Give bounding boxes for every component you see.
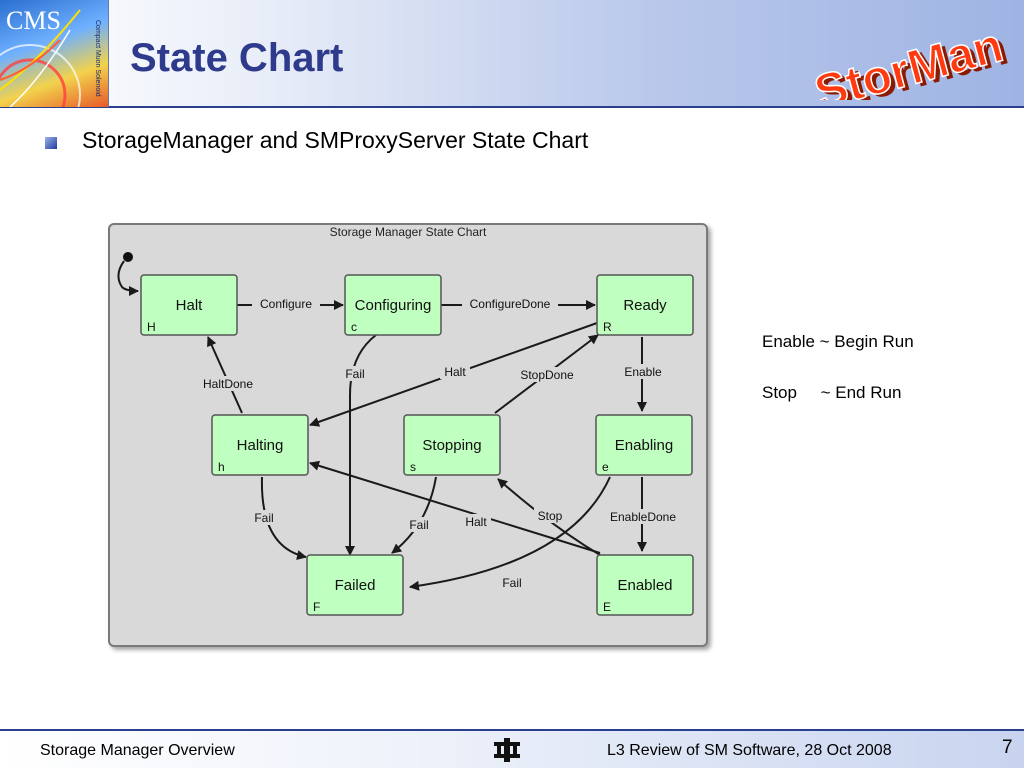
initial-state-dot (123, 252, 133, 262)
diagram-title: Storage Manager State Chart (330, 225, 487, 239)
header-divider (0, 106, 1024, 108)
state-chart-diagram: Storage Manager State Chart Configure Co… (108, 223, 708, 647)
label-halt-enabled: Halt (465, 515, 487, 529)
cms-logo-vertical-text: Compact Muon Solenoid (94, 20, 101, 97)
label-configuredone: ConfigureDone (470, 297, 551, 311)
state-configuring: Configuring c (344, 274, 442, 336)
note-stop: Stop ~ End Run (762, 383, 902, 402)
state-enabled-label: Enabled (617, 577, 672, 594)
label-haltdone: HaltDone (203, 377, 253, 391)
state-halting-label: Halting (237, 437, 284, 454)
storman-logo: StorMan StorMan (809, 18, 1014, 100)
fermilab-icon (494, 738, 520, 762)
slide-header (0, 0, 1024, 107)
arrow-stopping-failed (391, 476, 437, 554)
label-enabledone: EnableDone (610, 510, 676, 524)
bullet-text: StorageManager and SMProxyServer State C… (82, 127, 589, 153)
bullet-icon (45, 137, 57, 149)
label-fail-configuring: Fail (345, 367, 364, 381)
label-fail-halting: Fail (254, 511, 273, 525)
cms-logo-text: CMS (6, 6, 61, 35)
label-configure: Configure (260, 297, 312, 311)
state-failed: Failed F (306, 554, 404, 616)
state-halting: Halting h (211, 414, 309, 476)
transition-labels: Configure ConfigureDone Fail Halt StopDo… (198, 296, 680, 590)
arrow-halting-failed (260, 476, 307, 560)
footer-divider (0, 729, 1024, 731)
state-halt-code: H (147, 320, 156, 334)
state-stopping: Stopping s (403, 414, 501, 476)
slide-footer (0, 731, 1024, 768)
label-stopdone: StopDone (520, 368, 574, 382)
arrow-configuring-failed (345, 334, 377, 556)
label-stop: Stop (538, 509, 563, 523)
state-stopping-code: s (410, 460, 416, 474)
state-configuring-label: Configuring (355, 297, 432, 314)
state-failed-label: Failed (335, 577, 376, 594)
page-title: State Chart (130, 36, 344, 80)
label-fail-enabling: Fail (502, 576, 521, 590)
arrow-enabling-failed (409, 476, 611, 591)
state-enabled: Enabled E (596, 554, 694, 616)
state-enabling-label: Enabling (615, 437, 673, 454)
state-stopping-label: Stopping (422, 437, 481, 454)
svg-text:StorMan: StorMan (809, 19, 1008, 100)
cms-logo: Compact Muon Solenoid CMS (0, 0, 109, 107)
state-enabled-code: E (603, 600, 611, 614)
state-failed-code: F (313, 600, 320, 614)
page-number: 7 (1002, 737, 1013, 758)
state-chart-svg: Storage Manager State Chart Configure Co… (117, 225, 694, 616)
state-ready: Ready R (596, 274, 694, 336)
arrow-enabled-halting (309, 460, 601, 554)
state-halting-code: h (218, 460, 225, 474)
state-ready-code: R (603, 320, 612, 334)
state-halt-label: Halt (176, 297, 204, 314)
label-fail-stopping: Fail (409, 518, 428, 532)
state-enabling-code: e (602, 460, 609, 474)
arrow-halting-halt (207, 336, 243, 414)
label-halt-ready: Halt (444, 365, 466, 379)
footer-left-text: Storage Manager Overview (40, 742, 235, 759)
initial-transition-arrow (117, 260, 139, 296)
footer-right-text: L3 Review of SM Software, 28 Oct 2008 (607, 742, 892, 759)
note-enable: Enable ~ Begin Run (762, 332, 914, 351)
state-halt: Halt H (140, 274, 238, 336)
label-enable: Enable (624, 365, 662, 379)
state-configuring-code: c (351, 320, 357, 334)
state-enabling: Enabling e (595, 414, 693, 476)
state-ready-label: Ready (623, 297, 667, 314)
